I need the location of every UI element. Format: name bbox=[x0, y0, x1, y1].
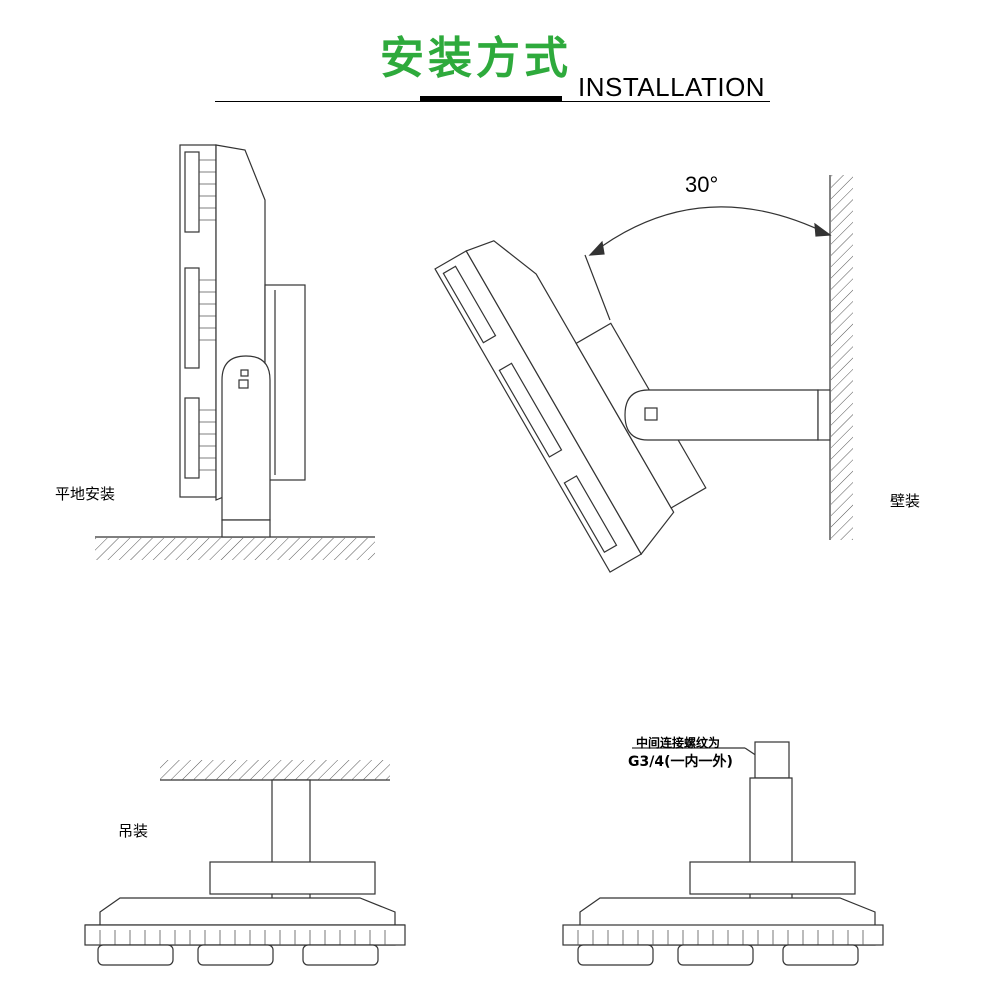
wall-hatch bbox=[831, 175, 853, 540]
wall-mount-diagram bbox=[434, 175, 853, 573]
floor-bracket-base bbox=[221, 519, 271, 538]
angle-arc bbox=[589, 206, 831, 256]
thread-note-line2: G3/4(一内一外) bbox=[628, 754, 733, 770]
page-title-en: INSTALLATION bbox=[578, 72, 766, 102]
thread-fitting bbox=[754, 741, 790, 779]
hang-driver-box bbox=[209, 861, 376, 895]
ceiling-hatch bbox=[160, 760, 390, 780]
floor-hatch bbox=[95, 538, 375, 560]
wall-mount-label: 壁装 bbox=[890, 492, 921, 510]
wall-bracket-arm bbox=[624, 389, 819, 441]
thread-note-line1: 中间连接螺纹为 bbox=[636, 736, 721, 750]
floor-driver-box bbox=[264, 284, 306, 481]
hanging-mount-diagram bbox=[84, 760, 406, 966]
page-title-cn: 安装方式 bbox=[380, 33, 572, 84]
title-divider-accent bbox=[420, 96, 562, 102]
thread-mount-diagram bbox=[562, 741, 884, 966]
floor-mount-label: 平地安装 bbox=[55, 485, 116, 503]
floor-bracket bbox=[221, 355, 271, 521]
hanging-mount-label: 吊装 bbox=[118, 822, 149, 840]
angle-arrow-right bbox=[814, 222, 832, 237]
angle-arrow-left bbox=[588, 240, 605, 256]
floor-mount-diagram bbox=[95, 144, 375, 560]
thread-driver-box bbox=[689, 861, 856, 895]
tilt-angle-label: 30° bbox=[685, 172, 719, 197]
